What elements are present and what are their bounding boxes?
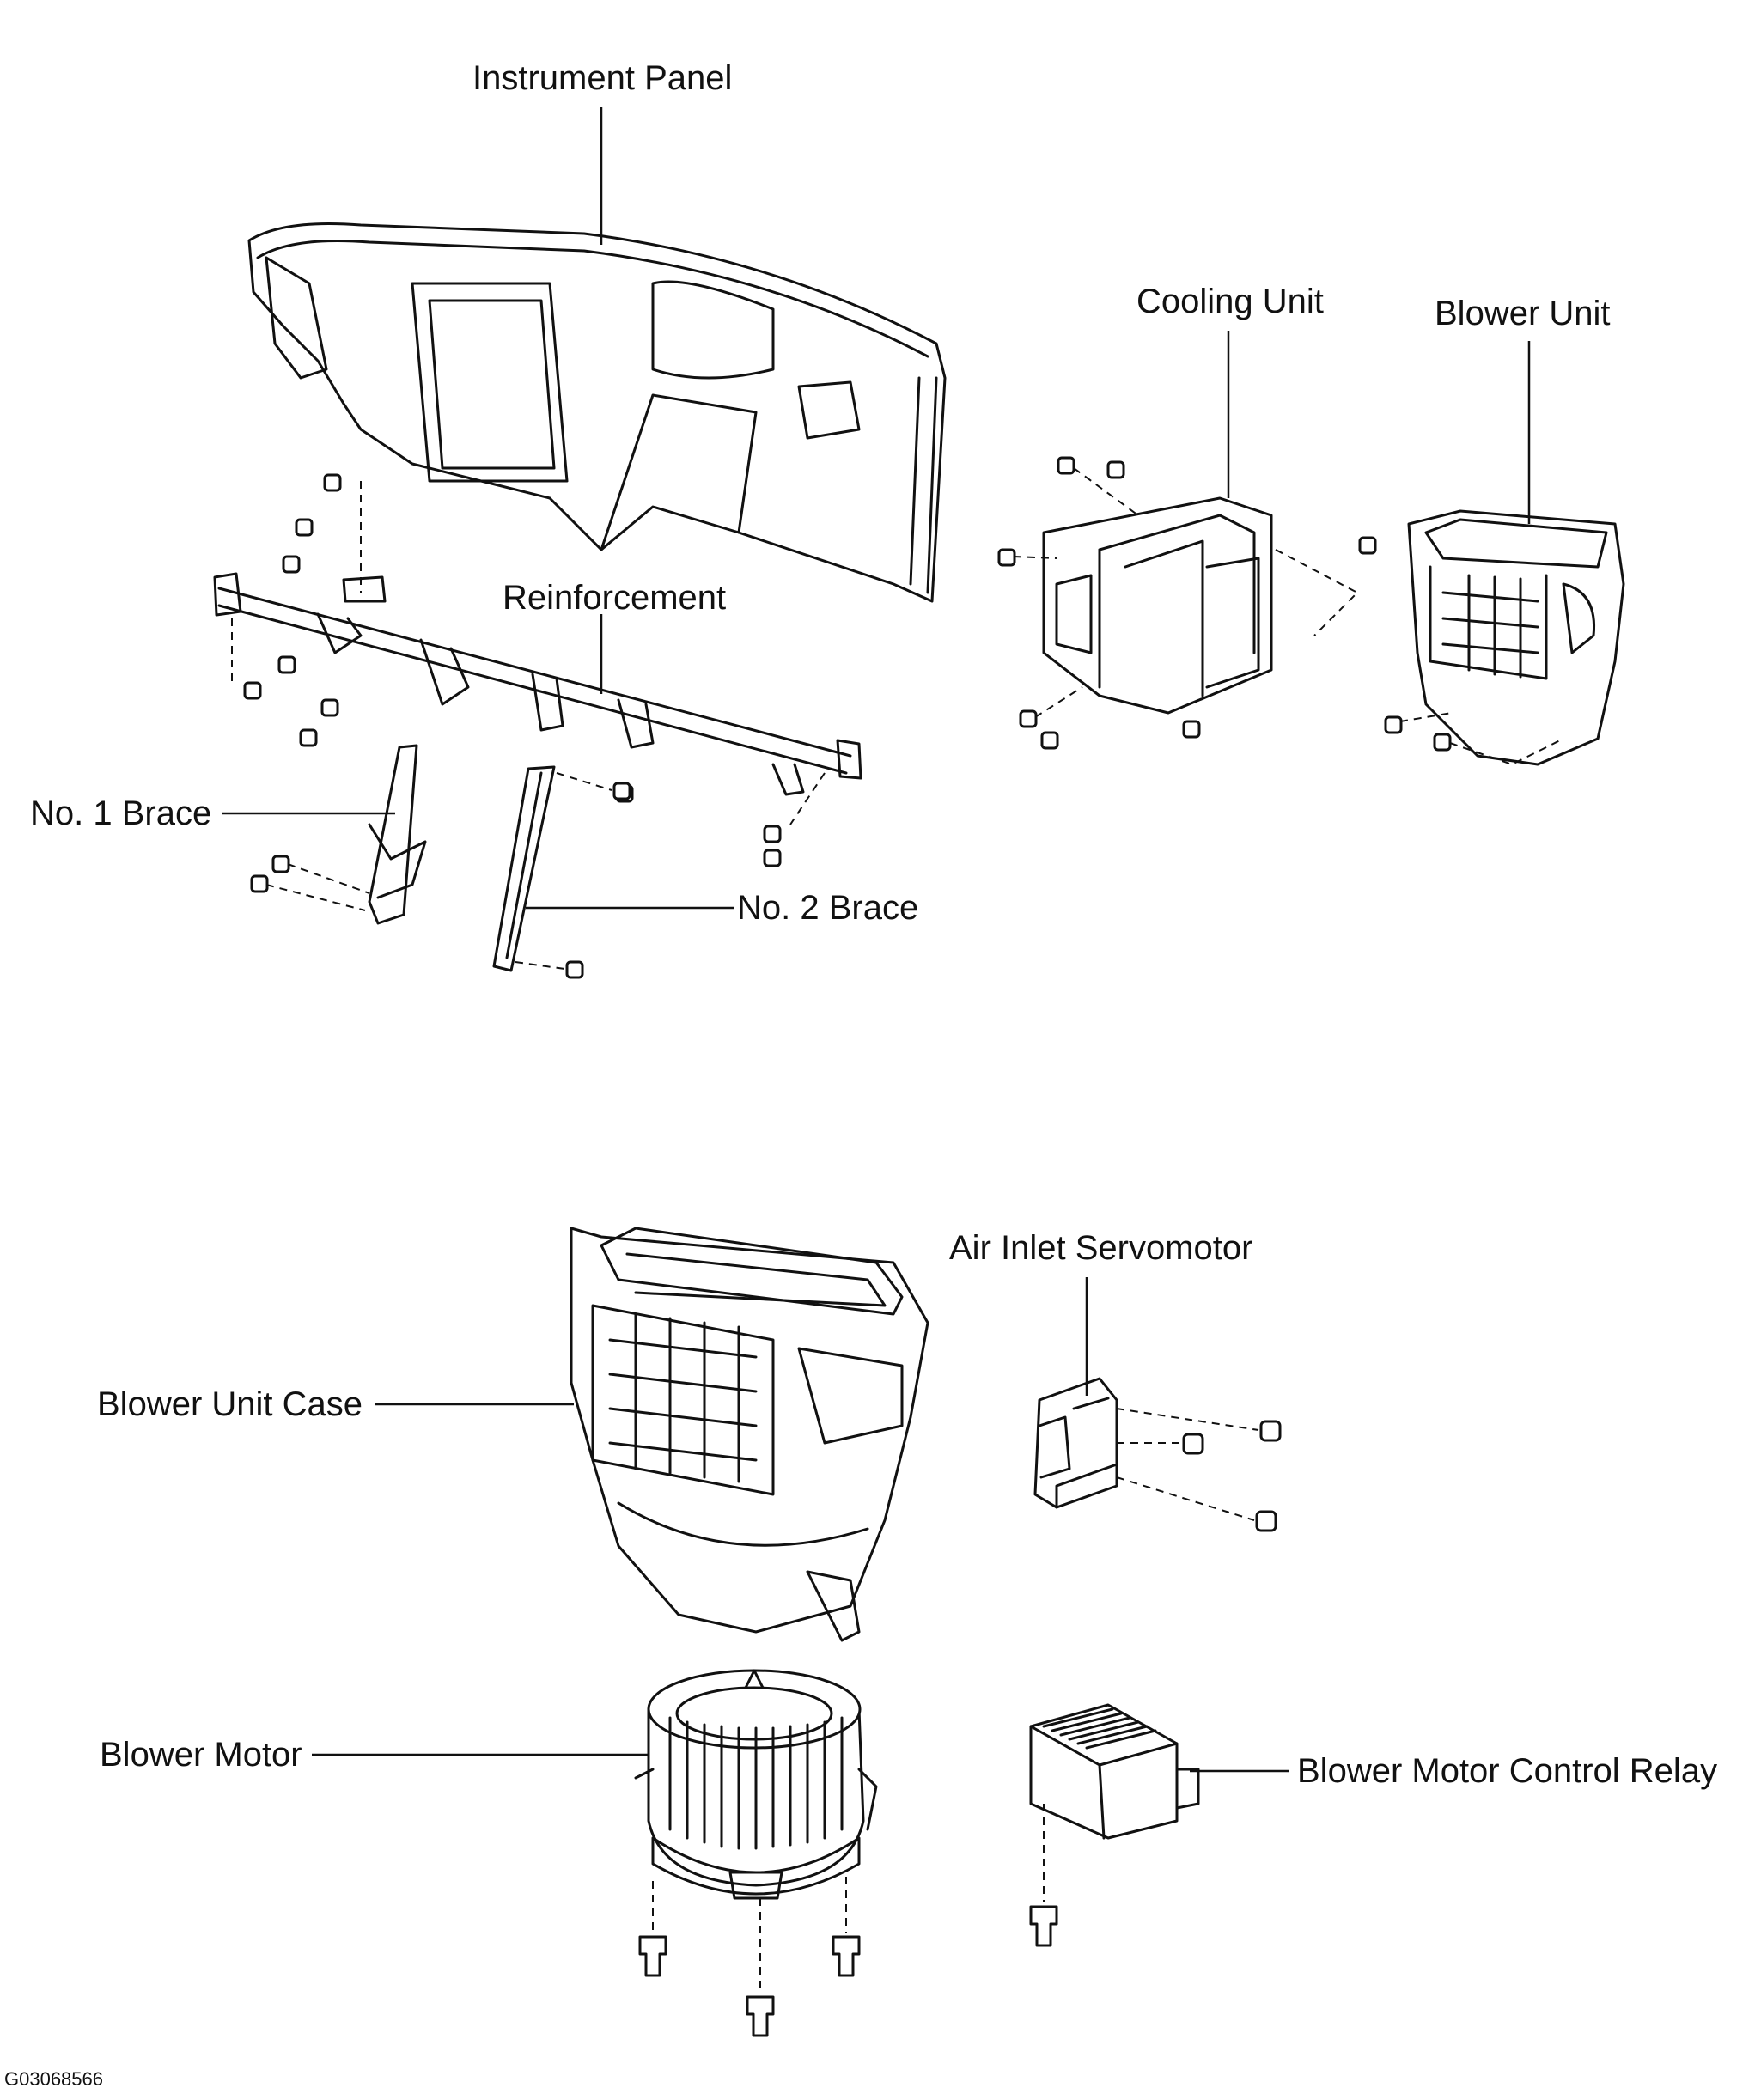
label-blower-unit: Blower Unit	[1435, 295, 1611, 332]
label-blower-motor: Blower Motor	[100, 1736, 302, 1774]
no2-brace-drawing	[492, 765, 631, 979]
figure-code: G03068566	[4, 2068, 103, 2090]
instrument-panel-drawing	[247, 222, 947, 603]
blower-motor-control-relay-drawing	[1029, 1703, 1200, 1947]
label-no1-brace: No. 1 Brace	[30, 794, 211, 832]
blower-unit-drawing	[1358, 509, 1625, 766]
blower-motor-drawing	[634, 1669, 878, 2037]
reinforcement-drawing	[213, 481, 862, 825]
reinforcement-bolts	[243, 473, 782, 867]
label-no2-brace: No. 2 Brace	[737, 889, 918, 927]
air-inlet-servomotor-drawing	[1033, 1377, 1282, 1532]
label-blower-unit-case: Blower Unit Case	[97, 1385, 363, 1423]
label-cooling-unit: Cooling Unit	[1136, 283, 1324, 320]
label-blower-motor-control-relay: Blower Motor Control Relay	[1297, 1752, 1717, 1790]
label-air-inlet-servomotor: Air Inlet Servomotor	[949, 1229, 1252, 1267]
label-instrument-panel: Instrument Panel	[472, 59, 732, 97]
blower-unit-case-drawing	[570, 1227, 929, 1642]
label-reinforcement: Reinforcement	[503, 579, 726, 617]
cooling-unit-drawing	[997, 456, 1359, 750]
no1-brace-drawing	[250, 744, 427, 925]
leader-lines	[222, 107, 1531, 1773]
